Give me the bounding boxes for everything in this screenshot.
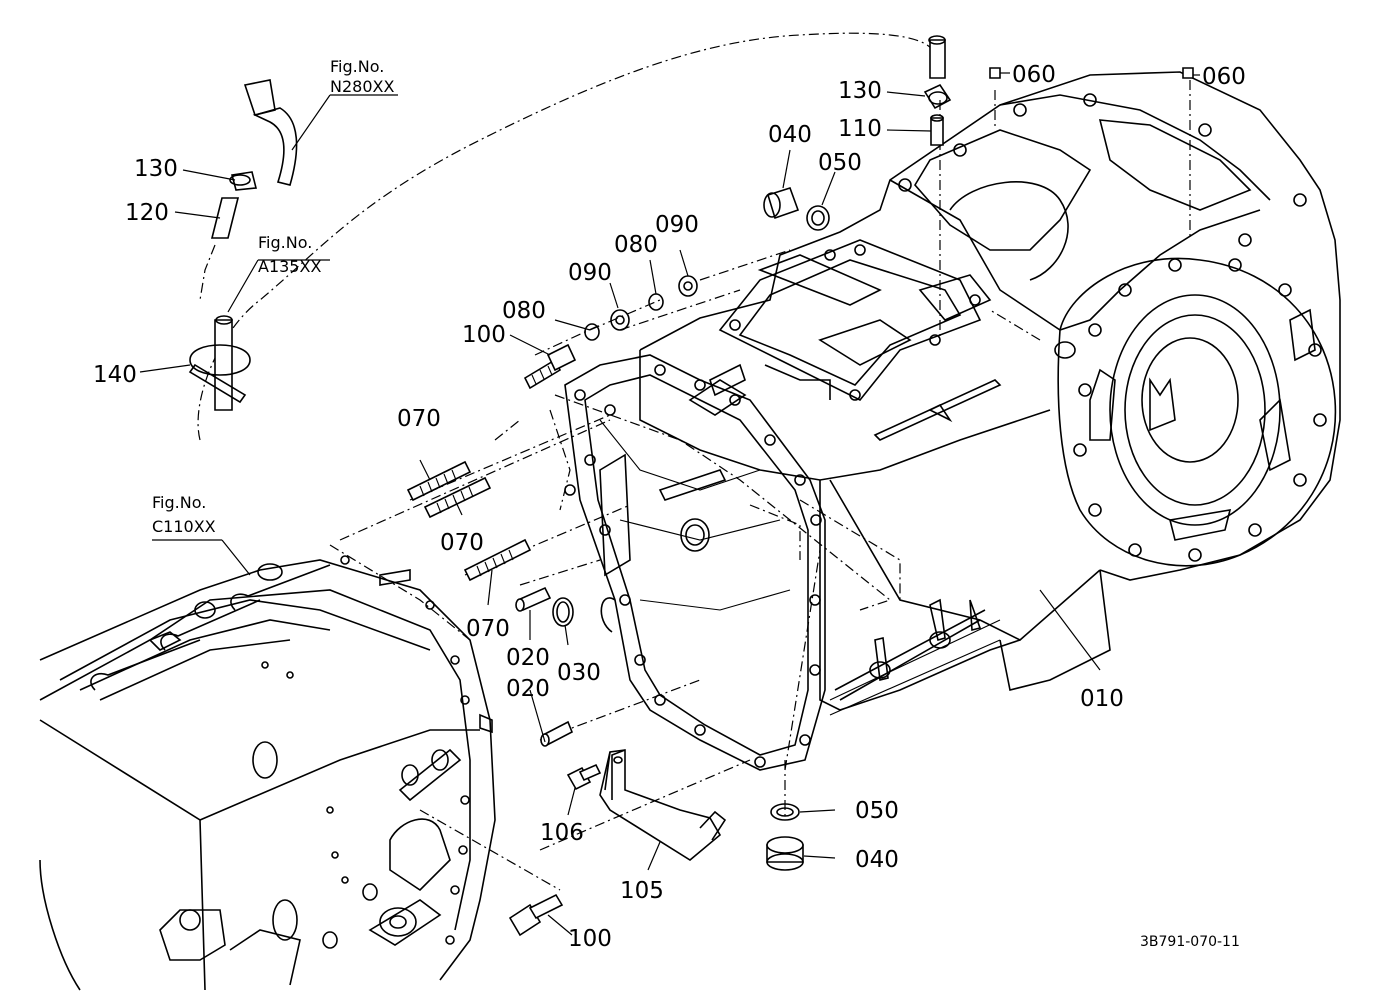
leader-lines <box>139 72 1200 936</box>
callout-070: 070 <box>397 406 441 432</box>
gasket-plate <box>564 354 826 771</box>
fig-ref-c110-line1: Fig.No. <box>152 493 206 512</box>
callout-080: 080 <box>502 298 546 324</box>
callout-080: 080 <box>614 232 658 258</box>
callout-090: 090 <box>655 212 699 238</box>
fig-ref-n280-line2: N280XX <box>330 77 394 96</box>
callout-106: 106 <box>540 820 584 846</box>
callout-020: 020 <box>506 645 550 671</box>
callout-070: 070 <box>466 616 510 642</box>
callout-030: 030 <box>557 660 601 686</box>
callout-130: 130 <box>838 78 882 104</box>
callout-050: 050 <box>818 150 862 176</box>
fig-ref-n280-line1: Fig.No. <box>330 57 384 76</box>
callout-070: 070 <box>440 530 484 556</box>
callout-100: 100 <box>462 322 506 348</box>
callout-130: 130 <box>134 156 178 182</box>
assembly-centerlines <box>197 32 1191 891</box>
fig-ref-c110-line2: C110XX <box>152 517 216 536</box>
callout-010: 010 <box>1080 686 1124 712</box>
breather-hose <box>188 35 952 411</box>
callout-090: 090 <box>568 260 612 286</box>
callout-060: 060 <box>1012 62 1056 88</box>
callout-labels: 060 060 130 110 040 050 130 120 090 080 … <box>93 62 1246 952</box>
callout-040: 040 <box>768 122 812 148</box>
bracket <box>599 749 727 861</box>
callout-120: 120 <box>125 200 169 226</box>
callout-105: 105 <box>620 878 664 904</box>
stud-bolts <box>406 460 532 582</box>
plugs-and-seals <box>508 67 1194 937</box>
callout-040: 040 <box>855 847 899 873</box>
callout-020: 020 <box>506 676 550 702</box>
fig-ref-a135-line2: A135XX <box>258 257 321 276</box>
transmission-case <box>639 71 1341 716</box>
drawing-code: 3B791-070-11 <box>1140 934 1240 950</box>
callout-050: 050 <box>855 798 899 824</box>
rear-case <box>39 555 496 991</box>
callout-100: 100 <box>568 926 612 952</box>
fig-ref-a135-line1: Fig.No. <box>258 233 312 252</box>
callout-060: 060 <box>1202 64 1246 90</box>
figure-references: Fig.No. N280XX Fig.No. A135XX Fig.No. C1… <box>152 57 394 536</box>
callout-110: 110 <box>838 116 882 142</box>
callout-140: 140 <box>93 362 137 388</box>
